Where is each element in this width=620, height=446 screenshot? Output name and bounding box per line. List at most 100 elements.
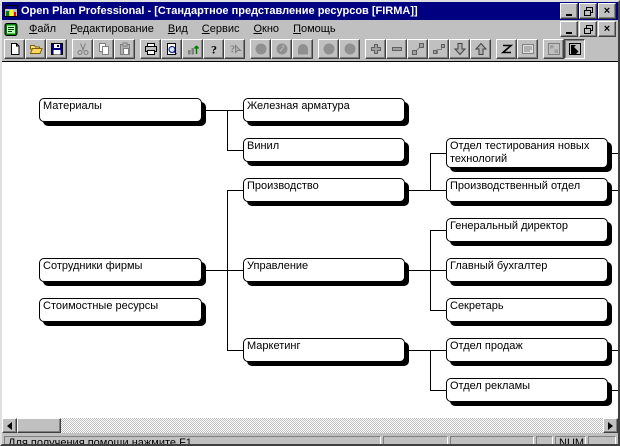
title-bar: Open Plan Professional - [Стандартное пр…: [2, 2, 618, 20]
tree-node-vinyl[interactable]: Винил: [243, 138, 405, 162]
toolbar: ? ?: [2, 38, 618, 62]
open-folder-button[interactable]: [25, 39, 46, 59]
minimize-button[interactable]: [560, 3, 578, 19]
scroll-left-button[interactable]: [2, 418, 17, 433]
save-button[interactable]: [46, 39, 67, 59]
status-panel: [536, 435, 553, 444]
status-num-indicator: NUM: [555, 435, 586, 444]
connector-line: [409, 270, 430, 271]
status-panel: [383, 435, 448, 444]
zigzag-button[interactable]: [496, 39, 517, 59]
child-restore-button[interactable]: [579, 21, 597, 37]
tree-node-secretary[interactable]: Секретарь: [446, 298, 608, 322]
notes-button[interactable]: [517, 39, 538, 59]
restore-icon: [583, 6, 593, 16]
new-document-button[interactable]: [4, 39, 25, 59]
node-detail-circle-button[interactable]: [271, 39, 292, 59]
move-up-button[interactable]: [470, 39, 491, 59]
tree-node-sales-dept[interactable]: Отдел продаж: [446, 338, 608, 362]
connector-line: [430, 230, 446, 231]
tree-node-production-dept[interactable]: Производственный отдел: [446, 178, 608, 202]
restore-button[interactable]: [579, 3, 597, 19]
app-icon: [4, 4, 18, 18]
print-icon: [144, 43, 157, 55]
connector-line: [206, 110, 227, 111]
print-button[interactable]: [140, 39, 161, 59]
move-down-button[interactable]: [449, 39, 470, 59]
connector-line: [430, 270, 446, 271]
save-icon: [50, 43, 63, 55]
context-help-button[interactable]: ?: [224, 39, 245, 59]
minimize-icon: [566, 13, 572, 16]
close-button[interactable]: ×: [598, 3, 616, 19]
svg-text:?: ?: [211, 43, 217, 57]
scroll-left-icon: [7, 421, 12, 430]
node-filled-circle2-button[interactable]: [339, 39, 360, 59]
menu-tools[interactable]: Сервис: [201, 23, 240, 35]
connector-line: [430, 350, 446, 351]
tree-node-iron-fittings[interactable]: Железная арматура: [243, 98, 405, 122]
menu-view[interactable]: Вид: [167, 23, 188, 35]
connector-line: [612, 190, 618, 191]
connector-line: [227, 110, 228, 151]
print-preview-button[interactable]: [161, 39, 182, 59]
link-nodes-button[interactable]: [407, 39, 428, 59]
status-panel: [588, 435, 616, 444]
steps-button[interactable]: [428, 39, 449, 59]
help-button[interactable]: ?: [203, 39, 224, 59]
tree-node-management[interactable]: Управление: [243, 258, 405, 282]
document-icon[interactable]: [4, 22, 18, 36]
fit-corner-button[interactable]: [564, 39, 585, 59]
connector-line: [430, 153, 446, 154]
menu-window[interactable]: Окно: [253, 23, 280, 35]
paste-button[interactable]: [114, 39, 135, 59]
tree-node-marketing[interactable]: Маркетинг: [243, 338, 405, 362]
print-preview-icon: [166, 43, 177, 55]
help-icon: ?: [211, 43, 217, 57]
fit-corner-icon: [568, 43, 581, 55]
tree-node-materials[interactable]: Материалы: [39, 98, 202, 122]
node-filled-circle-button[interactable]: [318, 39, 339, 59]
connector-line: [227, 270, 243, 271]
tile-window-button[interactable]: [543, 39, 564, 59]
menu-edit[interactable]: Редактирование: [70, 23, 154, 35]
node-arch-button[interactable]: [292, 39, 313, 59]
tree-node-production[interactable]: Производство: [243, 178, 405, 202]
node-arch-icon: [297, 44, 308, 55]
connector-line: [430, 390, 446, 391]
horizontal-scrollbar[interactable]: [2, 418, 618, 433]
link-nodes-icon: [411, 43, 424, 55]
remove-button[interactable]: [386, 39, 407, 59]
connector-line: [227, 350, 243, 351]
scrollbar-thumb[interactable]: [17, 418, 61, 433]
child-minimize-button[interactable]: [560, 21, 578, 37]
child-close-button[interactable]: ×: [598, 21, 616, 37]
tree-node-testing-dept[interactable]: Отдел тестирования новых технологий: [446, 138, 608, 168]
add-button[interactable]: [365, 39, 386, 59]
tree-node-employees[interactable]: Сотрудники фирмы: [39, 258, 202, 282]
menu-file[interactable]: Файл: [29, 23, 57, 35]
scrollbar-track[interactable]: [61, 418, 603, 433]
tree-node-general-director[interactable]: Генеральный директор: [446, 218, 608, 242]
menu-help[interactable]: Помощь: [293, 23, 336, 35]
connector-line: [227, 150, 243, 151]
cut-icon: [77, 43, 88, 55]
connector-line: [206, 270, 227, 271]
tile-window-icon: [547, 43, 560, 55]
copy-button[interactable]: [93, 39, 114, 59]
tree-node-cost-resources[interactable]: Стоимостные ресурсы: [39, 298, 202, 322]
scroll-right-button[interactable]: [603, 418, 618, 433]
tree-node-advertising-dept[interactable]: Отдел рекламы: [446, 378, 608, 402]
scroll-right-icon: [608, 421, 613, 430]
window-title: Open Plan Professional - [Стандартное пр…: [21, 5, 418, 17]
open-folder-icon: [29, 45, 43, 54]
chart-update-button[interactable]: [182, 39, 203, 59]
cut-button[interactable]: [72, 39, 93, 59]
child-restore-icon: [583, 24, 593, 34]
tree-node-chief-accountant[interactable]: Главный бухгалтер: [446, 258, 608, 282]
node-circle-icon: [255, 43, 266, 55]
node-circle-button[interactable]: [250, 39, 271, 59]
connector-line: [430, 350, 431, 391]
zigzag-icon: [500, 44, 513, 54]
